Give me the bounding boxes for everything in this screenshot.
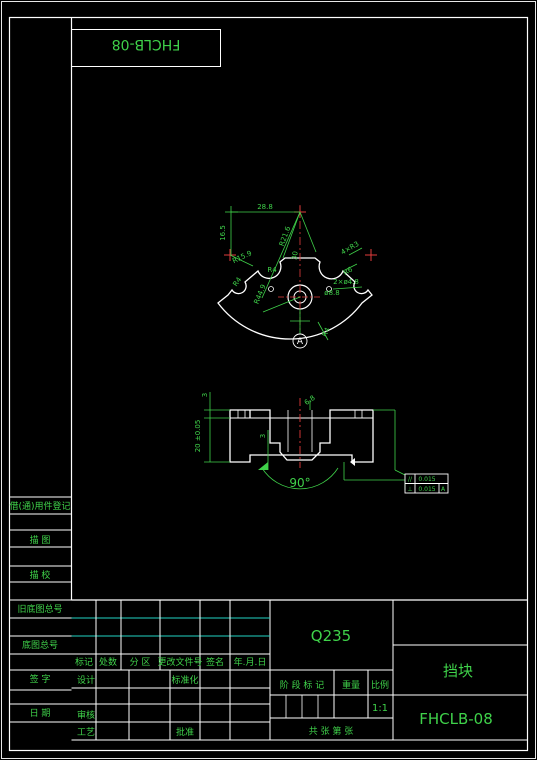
tb-row-standard: 标准化 [171,674,198,686]
datum-a-circle [292,333,308,349]
strip-label-registry: 借(通)用件登记 [9,500,70,512]
strip-label-old-base-no: 旧底图总号 [17,603,62,615]
dim-angle: 90° [289,476,310,490]
tb-header-sign: 签名 [206,656,224,668]
datum-a-label: A [297,337,304,347]
tb-row-review: 审核 [77,709,95,721]
strip-label-tracing: 描 图 [30,534,51,546]
dim-2xo4-8: 2×ø4.8 [333,278,359,286]
dim-r15-9: R15.9 [231,249,253,265]
strip-label-trace-check: 描 校 [30,569,51,581]
top-view-dimension-lines [225,206,363,341]
dim-r44-9: R44.9 [253,283,268,305]
tb-scale-value: 1:1 [372,703,388,714]
dim-r6: R6 [342,265,355,277]
rotated-code-box [71,29,221,67]
strip-label-base-no: 底图总号 [22,639,58,651]
tb-scale-label: 比例 [371,679,389,691]
dim-3-mid: 3 [259,434,267,438]
tb-row-design: 设计 [77,674,95,686]
tb-header-change-doc: 更改文件号 [157,656,202,668]
tb-header-count: 处数 [99,656,117,668]
tol-parallel-symbol: // [408,476,413,483]
dim-30: 30 [290,251,299,261]
pin-hole-right [326,286,332,292]
sheet-inner-border [8,16,529,752]
tb-header-date: 年.月.日 [234,656,267,668]
dim-28-8: 28.8 [257,203,273,211]
part-name: 挡块 [443,662,473,680]
tolerance-frame [404,473,449,494]
tol-row1-value: 0.015 [418,476,435,483]
dim-r4-mid: R4 [267,266,277,274]
tol-row2-value: 0.015 [418,486,435,493]
strip-label-date: 日 期 [30,708,51,719]
tb-row-process: 工艺 [77,727,95,738]
top-view [217,205,377,349]
tb-header-mark: 标记 [75,656,93,668]
rotated-drawing-code: FHCLB-08 [112,36,181,52]
dim-r4-left: R4 [231,275,243,288]
material: Q235 [311,627,351,645]
tb-sheet-info: 共 张 第 张 [309,725,354,737]
dim-3-top: 3 [201,393,209,397]
front-view [204,392,406,490]
dim-r21-6: R21.6 [278,225,293,247]
tb-row-approve: 批准 [176,726,194,738]
tol-perp-symbol: ⊥ [407,486,412,493]
dim-20-tol: 20 ±0.05 [194,420,202,453]
front-view-dimension-lines [204,392,406,490]
tol-row2-datum: A [441,486,446,493]
dim-o8-8: ø8.8 [324,289,339,297]
dim-6-8: 6.8 [303,394,317,407]
left-strip [9,496,72,723]
strip-label-signature: 签 字 [30,673,51,685]
tb-header-zone: 分 区 [130,657,151,668]
tb-weight: 重量 [342,679,360,691]
dim-r4-bottom: R4 [321,326,332,338]
front-view-outline [229,409,374,463]
drawing-code: FHCLB-08 [419,710,493,728]
pin-hole-left [268,286,274,292]
dim-16-5: 16.5 [219,225,227,241]
title-block-grid [71,599,528,741]
top-view-outline [217,257,373,340]
tb-stage-mark: 阶 段 标 记 [280,679,325,691]
